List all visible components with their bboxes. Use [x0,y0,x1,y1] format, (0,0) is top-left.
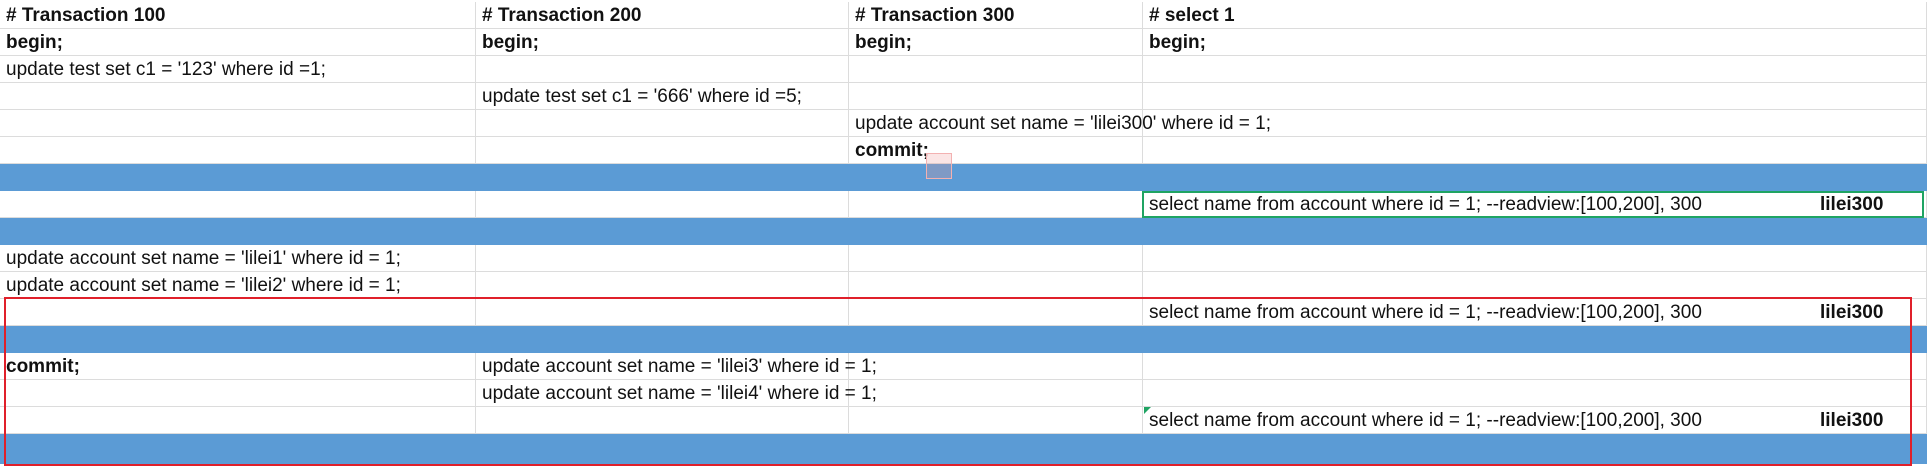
cell-select[interactable] [1143,83,1927,110]
cell-t200[interactable] [476,137,849,164]
cell-t300[interactable] [849,407,1143,434]
cell-t100[interactable]: update test set c1 = '123' where id =1; [0,56,476,83]
cell-t300[interactable]: update account set name = 'lilei300' whe… [849,110,1271,137]
selected-cell-outline [1142,191,1924,218]
cell-t100[interactable]: commit; [0,353,476,380]
cell-t200[interactable]: update account set name = 'lilei3' where… [476,353,877,380]
cell-t100[interactable] [0,407,476,434]
cell-begin-300[interactable]: begin; [849,29,1143,56]
cell-select[interactable] [1143,272,1927,299]
cell-t200[interactable] [476,407,849,434]
cell-result: lilei300 [1820,194,1884,215]
cell-t100[interactable]: update account set name = 'lilei1' where… [0,245,476,272]
cell-t100[interactable] [0,191,476,218]
paste-options-icon[interactable] [926,153,952,179]
highlight-band [0,164,1927,191]
cell-t100[interactable] [0,380,476,407]
comment-marker-icon [1144,407,1151,414]
table-row: update account set name = 'lilei2' where… [0,272,1927,299]
cell-t200[interactable] [476,110,849,137]
cell-t300[interactable] [849,191,1143,218]
cell-t300[interactable] [849,353,1143,380]
cell-select[interactable] [1143,137,1927,164]
cell-t100[interactable] [0,110,476,137]
cell-t100[interactable] [0,299,476,326]
cell-result: lilei300 [1820,302,1884,323]
cell-select[interactable] [1143,380,1927,407]
table-row: select name from account where id = 1; -… [0,191,1927,218]
cell-t300[interactable] [849,245,1143,272]
cell-select[interactable] [1143,245,1927,272]
cell-t300[interactable] [849,299,1143,326]
cell-select[interactable] [1143,56,1927,83]
header-transaction-200[interactable]: # Transaction 200 [476,2,849,29]
cell-t200[interactable] [476,56,849,83]
cell-t100[interactable] [0,83,476,110]
header-transaction-100[interactable]: # Transaction 100 [0,2,476,29]
cell-t300[interactable] [849,380,1143,407]
cell-t200[interactable] [476,272,849,299]
table-row: commit; update account set name = 'lilei… [0,353,1927,380]
cell-t200[interactable] [476,191,849,218]
table-row: select name from account where id = 1; -… [0,407,1927,434]
table-row: update account set name = 'lilei4' where… [0,380,1927,407]
highlight-band [0,218,1927,245]
begin-row: begin; begin; begin; begin; [0,29,1927,56]
cell-t300[interactable] [849,272,1143,299]
table-row: select name from account where id = 1; -… [0,299,1927,326]
cell-begin-select[interactable]: begin; [1143,29,1927,56]
table-row: commit; [0,137,1927,164]
cell-result: lilei300 [1820,410,1884,431]
cell-t200[interactable]: update account set name = 'lilei4' where… [476,380,877,407]
table-row: update test set c1 = '123' where id =1; [0,56,1927,83]
cell-t100[interactable] [0,137,476,164]
cell-t100[interactable]: update account set name = 'lilei2' where… [0,272,476,299]
cell-t200[interactable] [476,245,849,272]
cell-begin-100[interactable]: begin; [0,29,476,56]
cell-begin-200[interactable]: begin; [476,29,849,56]
highlight-band [0,326,1927,353]
table-row: update account set name = 'lilei1' where… [0,245,1927,272]
table-row: update test set c1 = '666' where id =5; [0,83,1927,110]
cell-t200[interactable] [476,299,849,326]
header-transaction-300[interactable]: # Transaction 300 [849,2,1143,29]
cell-select[interactable] [1143,353,1927,380]
cell-select[interactable] [1143,110,1927,137]
cell-select[interactable]: select name from account where id = 1; -… [1143,407,1927,434]
cell-t300[interactable] [849,56,1143,83]
highlight-band [0,434,1927,464]
cell-select[interactable]: select name from account where id = 1; -… [1143,299,1927,326]
header-row: # Transaction 100 # Transaction 200 # Tr… [0,2,1927,29]
cell-t300[interactable] [849,83,1143,110]
cell-t200[interactable]: update test set c1 = '666' where id =5; [476,83,849,110]
header-select-1[interactable]: # select 1 [1143,2,1927,29]
table-row: update account set name = 'lilei300' whe… [0,110,1927,137]
cell-t300[interactable]: commit; [849,137,1143,164]
